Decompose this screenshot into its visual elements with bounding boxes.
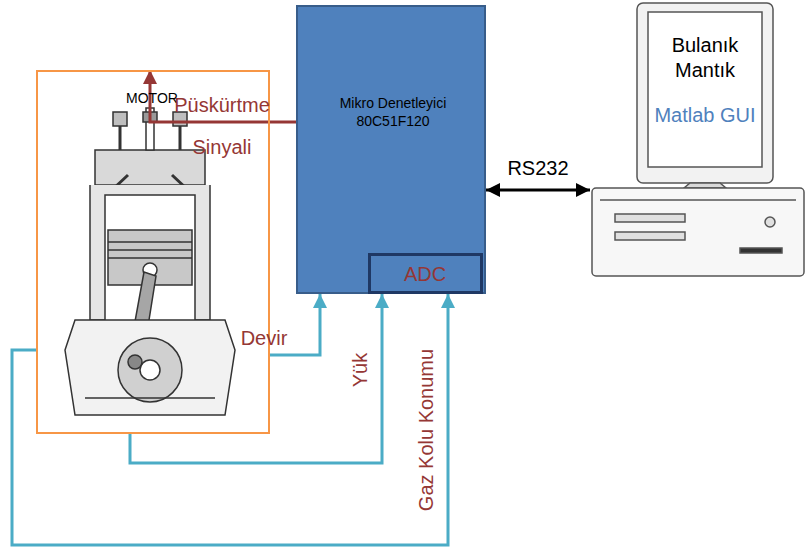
engine-box: MOTOR [36,70,270,434]
computer-illustration [592,3,804,276]
signal-label: Gaz Kolu Konumu [414,330,438,530]
signal-arrow [12,294,448,545]
signal-label: Devir [234,326,294,350]
signal-arrow [486,189,590,192]
signal-label: Yük [348,340,372,400]
signal-label: Püskürtme Sinyali [152,84,292,168]
node-text: Mikro Denetleyici 80C51F120 [338,95,448,130]
signal-arrow [130,294,382,463]
node-text: Matlab GUI [648,103,762,128]
node-text: Bulanık Mantık [648,33,762,83]
computer-node: Bulanık MantıkMatlab GUI [590,5,806,278]
microcontroller-box: Mikro Denetleyici 80C51F120ADC [296,5,486,294]
signal-label: RS232 [500,156,576,180]
node-text: ADC [371,262,479,287]
adc-box: ADC [368,253,483,294]
